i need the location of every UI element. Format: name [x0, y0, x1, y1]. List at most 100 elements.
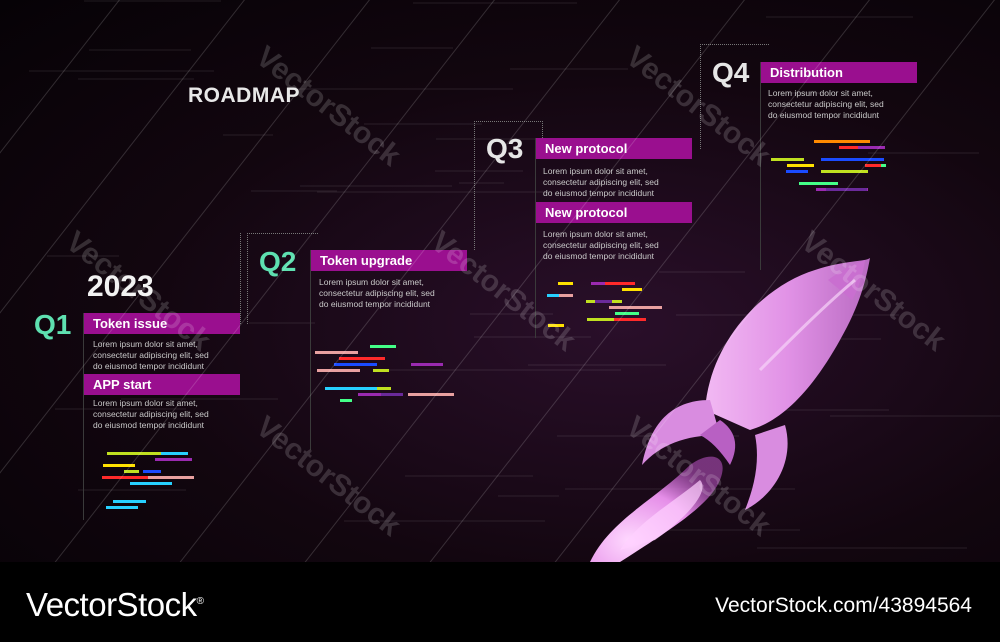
glitch-bar — [154, 458, 192, 461]
glitch-bar — [369, 345, 397, 348]
scanline — [458, 181, 505, 184]
scanline — [510, 68, 629, 71]
footer-image-id: VectorStock.com/43894564 — [715, 594, 972, 617]
rocket-illustration — [590, 258, 870, 562]
scanline — [868, 151, 979, 154]
glitch-bar — [359, 393, 398, 396]
q2-timeline-line — [310, 250, 311, 450]
glitch-bar — [548, 324, 564, 327]
scanline — [436, 137, 557, 140]
scanline — [557, 434, 739, 437]
glitch-bar — [314, 351, 359, 354]
scanline — [498, 495, 559, 498]
scanline — [248, 321, 316, 324]
scanline — [527, 363, 667, 366]
q2-item-1-text: Lorem ipsum dolor sit amet,consectetur a… — [319, 277, 435, 309]
glitch-bar — [339, 357, 385, 360]
year-label: 2023 — [87, 270, 154, 303]
glitch-bar — [130, 482, 173, 485]
rocket-body — [642, 258, 870, 510]
artwork: ROADMAP 2023 Q1 Token issue Lorem ipsum … — [0, 0, 1000, 562]
glitch-bar — [325, 387, 378, 390]
page-title: ROADMAP — [188, 84, 300, 107]
glitch-bar — [826, 188, 867, 191]
q3-item-2-text: Lorem ipsum dolor sit amet,consectetur a… — [543, 229, 659, 261]
scanline — [89, 48, 191, 51]
glitch-bar — [787, 164, 814, 167]
glitch-bar — [614, 312, 639, 315]
glitch-bar — [770, 158, 804, 161]
scanline — [54, 407, 186, 410]
glitch-bar — [106, 452, 162, 455]
glitch-bar — [814, 140, 871, 143]
glitch-bar — [123, 470, 140, 473]
scanline — [786, 91, 828, 94]
glitch-bar — [372, 369, 389, 372]
scanline — [434, 169, 524, 172]
q4-item-1-text: Lorem ipsum dolor sit amet,consectetur a… — [768, 88, 884, 120]
footer-bar: VectorStock® VectorStock.com/43894564 — [0, 562, 1000, 642]
glitch-bar — [595, 318, 646, 321]
scanline — [830, 414, 1000, 417]
scanline — [364, 122, 483, 125]
footer-brand: VectorStock® — [26, 586, 204, 623]
glitch-bar — [559, 294, 573, 297]
scanline — [83, 0, 222, 3]
q1-item-2-banner: APP start — [84, 374, 240, 395]
glitch-bar — [546, 294, 570, 297]
q4-label: Q4 — [712, 57, 750, 88]
q4-bracket — [700, 44, 769, 149]
glitch-bar — [857, 146, 886, 149]
glitch-bar — [820, 170, 869, 173]
scanline — [638, 528, 800, 531]
scanline — [77, 488, 187, 491]
glitch-bar — [591, 282, 616, 285]
q3-item-1-banner: New protocol — [536, 138, 692, 159]
q2-bracket — [247, 233, 318, 324]
scanline — [743, 408, 889, 411]
scanline — [223, 134, 274, 137]
scanline — [765, 15, 914, 18]
q3-timeline-line — [535, 138, 536, 338]
q2-item-1-banner: Token upgrade — [311, 250, 467, 271]
q1-q2-connector — [240, 233, 241, 324]
scanline — [474, 335, 592, 338]
q1-item-2-text: Lorem ipsum dolor sit amet,consectetur a… — [93, 398, 209, 430]
q1-timeline-line — [83, 313, 84, 520]
q4-timeline-line — [760, 62, 761, 270]
glitch-bar — [411, 363, 444, 366]
scanline — [288, 87, 513, 90]
glitch-bar — [408, 393, 455, 396]
scanline — [78, 77, 194, 80]
scanline — [316, 190, 553, 193]
watermark-text: VectorStock — [249, 410, 407, 543]
scanline — [300, 184, 452, 187]
glitch-bar — [142, 470, 162, 473]
glitch-bar — [106, 506, 139, 509]
q1-label: Q1 — [34, 309, 72, 340]
glitch-bar — [604, 282, 636, 285]
scanline — [251, 189, 338, 192]
glitch-bar — [865, 164, 881, 167]
glitch-bar — [101, 476, 157, 479]
q3-label: Q3 — [486, 133, 524, 164]
scanline — [370, 47, 453, 50]
glitch-bar — [316, 369, 360, 372]
q3-item-1-text: Lorem ipsum dolor sit amet,consectetur a… — [543, 166, 659, 198]
glitch-bar — [339, 399, 353, 402]
scanline — [28, 69, 215, 72]
scanline — [469, 313, 553, 316]
q3-bracket-top — [474, 121, 543, 142]
glitch-bar — [785, 170, 809, 173]
q4-item-1-banner: Distribution — [761, 62, 917, 83]
scanline — [404, 475, 534, 478]
glitch-bar — [821, 158, 873, 161]
glitch-bar — [622, 288, 642, 291]
glitch-bar — [586, 318, 615, 321]
scanline — [344, 520, 545, 523]
glitch-bar — [594, 300, 613, 303]
glitch-bar — [608, 306, 662, 309]
glitch-bar — [557, 282, 574, 285]
scanline — [412, 2, 577, 5]
